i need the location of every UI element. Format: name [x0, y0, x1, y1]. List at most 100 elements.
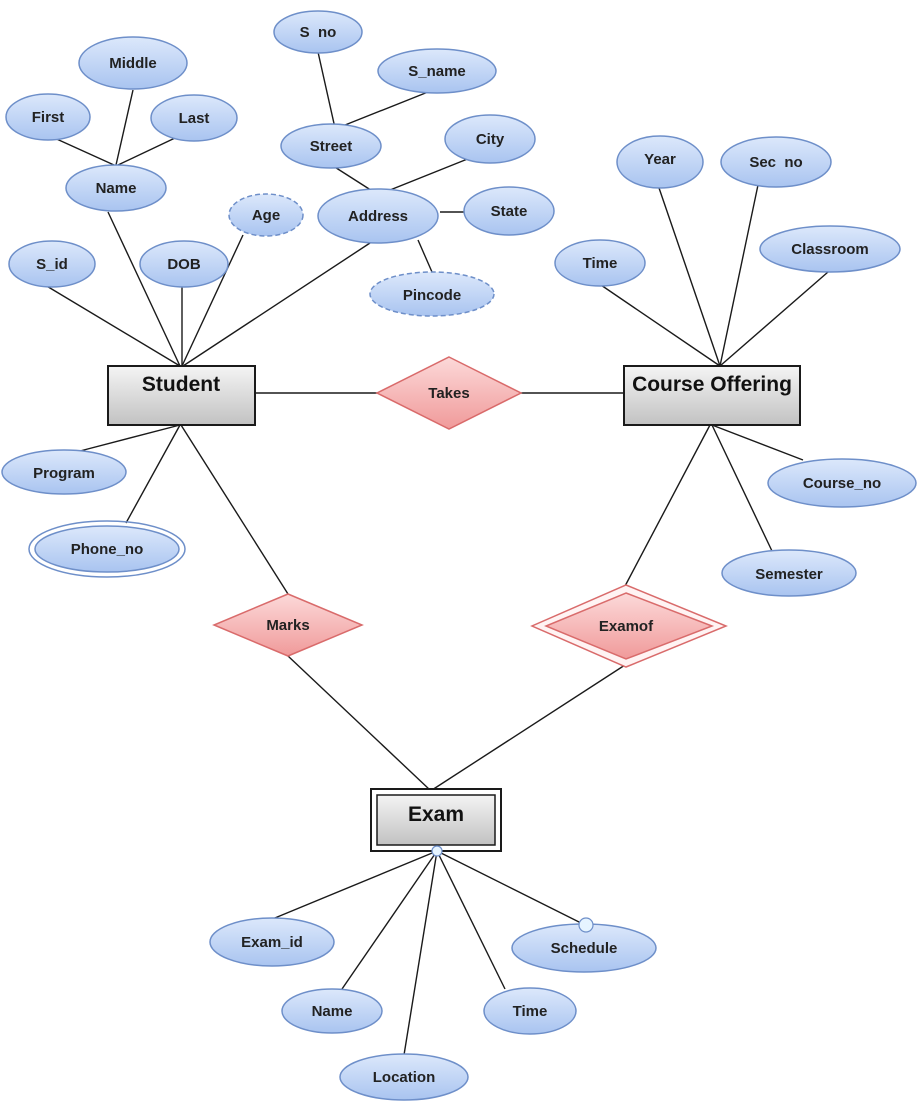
attribute-shape: [463, 186, 555, 236]
connector-dot-exam: [431, 845, 443, 857]
attribute-label: Address: [348, 208, 408, 225]
attribute-state[interactable]: State: [463, 186, 555, 236]
attribute-schedule[interactable]: Schedule: [511, 923, 657, 973]
attribute-time-course[interactable]: Time: [554, 239, 646, 287]
attribute-label: Last: [179, 110, 210, 127]
line-exam-examid: [269, 850, 438, 921]
attribute-street[interactable]: Street: [280, 123, 382, 169]
line-first-name: [49, 135, 115, 166]
line-sid-student: [44, 284, 181, 367]
line-sname-street: [339, 91, 429, 128]
attribute-label: Time: [513, 1003, 548, 1020]
attributes: S no S_name Middle First Last Street Cit…: [1, 10, 917, 1101]
attribute-label: Pincode: [403, 287, 461, 304]
attribute-shape: [317, 188, 439, 244]
attribute-label: Exam_id: [241, 934, 303, 951]
attribute-shape: [281, 988, 383, 1034]
attribute-age-derived[interactable]: Age: [228, 193, 304, 237]
line-marks-exam: [287, 655, 431, 791]
attribute-label: State: [491, 203, 528, 220]
entity-box: [107, 365, 256, 426]
relationship-diamond: [544, 592, 715, 660]
attribute-year[interactable]: Year: [616, 135, 704, 189]
line-address-student: [182, 242, 371, 367]
attribute-label: First: [32, 109, 65, 126]
line-student-program: [79, 424, 181, 452]
attribute-label: Name: [312, 1003, 353, 1020]
line-middle-name: [115, 89, 134, 166]
attribute-shape: [377, 48, 497, 94]
entity-student[interactable]: Student: [107, 365, 256, 426]
line-course-examof: [623, 424, 711, 589]
entity-exam-weak[interactable]: Exam: [370, 788, 502, 852]
line-pincode-address: [417, 239, 433, 273]
attribute-shape: [444, 114, 536, 164]
attribute-shape: [228, 193, 304, 237]
attribute-shape: [759, 225, 901, 273]
attribute-shape: [273, 10, 363, 54]
line-exam-location: [403, 850, 438, 1056]
attribute-pincode-derived[interactable]: Pincode: [369, 271, 495, 317]
attribute-name-student[interactable]: Name: [65, 164, 167, 212]
attribute-shape: [339, 1053, 469, 1101]
attribute-classroom[interactable]: Classroom: [759, 225, 901, 273]
attribute-label: Street: [310, 138, 353, 155]
attribute-city[interactable]: City: [444, 114, 536, 164]
attribute-last[interactable]: Last: [150, 94, 238, 142]
attribute-label: Sec no: [749, 154, 802, 171]
line-age-student: [181, 234, 244, 367]
attribute-sec-no[interactable]: Sec no: [720, 136, 832, 188]
relationship-label: Takes: [428, 385, 469, 402]
attribute-shape: [1, 449, 127, 495]
attribute-label: Middle: [109, 55, 157, 72]
attribute-name-exam[interactable]: Name: [281, 988, 383, 1034]
line-course-courseno: [711, 424, 804, 461]
connector-dot-schedule: [578, 917, 594, 933]
relationship-marks[interactable]: Marks: [212, 593, 364, 657]
line-student-marks: [180, 424, 289, 595]
line-examof-exam: [431, 664, 626, 791]
attribute-first[interactable]: First: [5, 93, 91, 141]
entities: Student Course Offering Exam: [107, 365, 801, 852]
attribute-dob[interactable]: DOB: [139, 240, 229, 288]
attribute-s-name[interactable]: S_name: [377, 48, 497, 94]
line-time-course: [597, 282, 721, 367]
attribute-label: Year: [644, 151, 676, 168]
attribute-phone-no-multivalued[interactable]: Phone_no: [28, 520, 186, 578]
line-year-course: [657, 184, 721, 367]
attribute-address[interactable]: Address: [317, 188, 439, 244]
attribute-label: DOB: [167, 256, 201, 273]
attribute-program[interactable]: Program: [1, 449, 127, 495]
relationship-takes[interactable]: Takes: [375, 356, 523, 430]
attribute-shape: [139, 240, 229, 288]
attribute-label: S_name: [408, 63, 466, 80]
attribute-label: City: [476, 131, 505, 148]
attribute-shape: [78, 36, 188, 90]
attribute-label: Classroom: [791, 241, 869, 258]
attribute-course-no[interactable]: Course_no: [767, 458, 917, 508]
attribute-semester[interactable]: Semester: [721, 549, 857, 597]
line-classroom-course: [719, 271, 829, 367]
entity-course-offering[interactable]: Course Offering: [623, 365, 801, 426]
line-secno-course: [719, 184, 759, 367]
attribute-time-exam[interactable]: Time: [483, 987, 577, 1035]
attribute-shape: [209, 917, 335, 967]
attribute-label: S_id: [36, 256, 68, 273]
line-last-name: [117, 137, 176, 166]
attribute-s-id[interactable]: S_id: [8, 240, 96, 288]
attribute-label: Age: [252, 207, 280, 224]
attribute-middle[interactable]: Middle: [78, 36, 188, 90]
attribute-s-no[interactable]: S no: [273, 10, 363, 54]
entity-label: Course Offering: [632, 373, 792, 396]
attribute-shape: [34, 525, 180, 573]
relationship-examof-identifying[interactable]: Examof: [530, 584, 728, 668]
attribute-shape: [616, 135, 704, 189]
attribute-shape: [767, 458, 917, 508]
attribute-shape: [483, 987, 577, 1035]
attribute-exam-id[interactable]: Exam_id: [209, 917, 335, 967]
entity-label: Exam: [408, 803, 464, 826]
attribute-location[interactable]: Location: [339, 1053, 469, 1101]
attribute-shape: [721, 549, 857, 597]
relationships: Takes Marks Examof: [212, 356, 728, 668]
